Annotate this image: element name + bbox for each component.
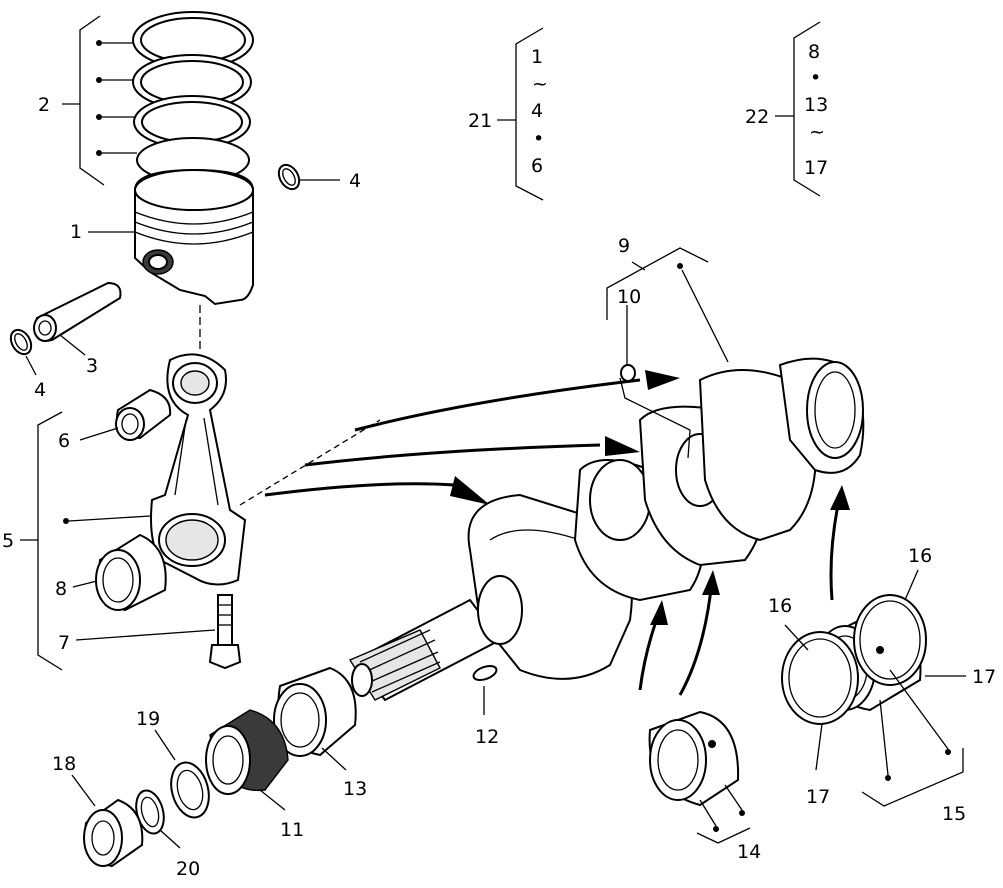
crankshaft-gear: 11 [205,709,304,841]
callout-6: 6 [58,430,70,452]
main-bearing-shells: 14 [648,710,761,863]
group-21-bracket: 21 1 ~ 4 • 6 [468,27,548,201]
crankshaft: 9 [348,235,865,702]
connecting-rod-bolt: 7 [58,594,242,670]
woodruff-key: 12 [472,665,499,748]
piston-rings: 2 [38,11,254,186]
callout-16-left: 16 [768,595,792,617]
callout-19: 19 [136,708,160,730]
spacer-ring: 19 [136,708,210,819]
group21-item-2: ~ [532,73,548,95]
big-end-bearing: 8 [55,533,167,612]
callout-9: 9 [618,235,630,257]
front-sleeve: 13 [273,666,367,800]
callout-11: 11 [280,819,304,841]
callout-15: 15 [942,803,966,825]
callout-13: 13 [343,778,367,800]
group21-item-3: 4 [531,100,543,122]
group22-item-4: ~ [809,121,825,143]
group-22-bracket: 22 8 • 13 ~ 17 [745,21,828,197]
circlip-upper: 4 [277,163,361,192]
group22-item-3: 13 [804,94,828,116]
small-end-bushing: 6 [58,388,172,452]
shim-ring: 20 [135,789,200,880]
callout-2: 2 [38,94,50,116]
callout-20: 20 [176,858,200,880]
callout-8: 8 [55,578,67,600]
group21-item-1: 1 [531,46,543,68]
group22-item-1: 8 [808,41,820,63]
group21-item-4: • [533,128,544,150]
assembly-arrows [264,370,850,696]
callout-17-bottom: 17 [806,786,830,808]
callout-22: 22 [745,106,769,128]
callout-16-right: 16 [908,545,932,567]
thrust-main-bearing: 16 16 17 17 15 [768,545,996,825]
oil-plug: 10 [617,286,691,459]
callout-21: 21 [468,110,492,132]
callout-14: 14 [737,841,761,863]
group22-item-5: 17 [804,157,828,179]
callout-10: 10 [617,286,641,308]
callout-1: 1 [70,221,82,243]
piston: 1 [70,168,254,350]
connecting-rod: 5 [2,353,381,671]
callout-4-upper: 4 [349,170,361,192]
piston-pin: 3 [33,281,122,377]
callout-3: 3 [86,355,98,377]
callout-17-right: 17 [972,666,996,688]
callout-4-lower: 4 [34,379,46,401]
circlip-lower: 4 [9,328,46,401]
callout-12: 12 [475,726,499,748]
group22-item-2: • [810,67,821,89]
callout-18: 18 [52,753,76,775]
group21-item-5: 6 [531,155,543,177]
callout-7: 7 [58,632,70,654]
front-bushing: 18 [52,753,144,868]
callout-5: 5 [2,530,14,552]
